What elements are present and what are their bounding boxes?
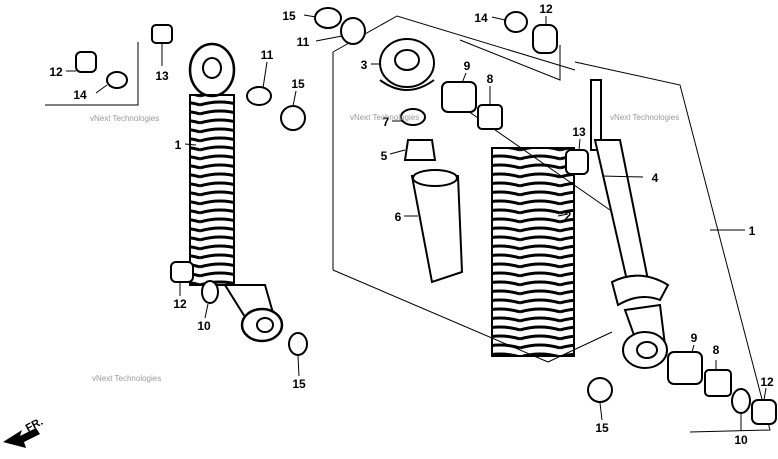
callout-11-left: 11 (261, 48, 274, 62)
callouts: 15 11 14 12 3 9 8 12 14 13 11 15 1 7 13 … (49, 2, 774, 447)
cap-nut-12-bottom (170, 261, 194, 283)
callout-3: 3 (361, 58, 368, 72)
bushing-9-top (441, 81, 477, 113)
direction-label: FR. (24, 416, 45, 435)
exploded-components (379, 38, 589, 357)
callout-7: 7 (383, 115, 390, 129)
callout-15-left: 15 (291, 77, 305, 91)
damper-4 (587, 79, 777, 425)
callout-9-top: 9 (464, 59, 471, 73)
callout-12-right: 12 (760, 375, 774, 389)
front-direction-arrow: FR. (3, 416, 45, 448)
watermark-3: vNext Technologies (610, 113, 679, 122)
callout-12-top: 12 (539, 2, 553, 16)
callout-8-top: 8 (487, 72, 494, 86)
callout-12-bottom: 12 (173, 297, 187, 311)
leader-lines (66, 14, 767, 431)
dust-cover-6 (410, 175, 464, 284)
washer-10-left (201, 280, 219, 304)
left-shock-absorber (188, 42, 284, 343)
arrow-icon (3, 428, 40, 448)
callout-10-right: 10 (734, 433, 748, 447)
callout-14-left: 14 (73, 88, 87, 102)
spacer-8-top (477, 104, 503, 130)
upper-left-nut-13 (151, 24, 173, 44)
washer-15-left (280, 105, 306, 131)
callout-10-left: 10 (197, 319, 211, 333)
callout-4: 4 (652, 171, 659, 185)
callout-13-left: 13 (155, 69, 169, 83)
stopper-5 (403, 139, 437, 161)
callout-2: 2 (565, 209, 572, 223)
washer-15-bottom (288, 332, 308, 356)
callout-1-right: 1 (749, 224, 756, 238)
washer-15-top (314, 7, 342, 29)
cap-nut-12-left (75, 51, 97, 73)
cap-nut-12-right (751, 399, 777, 425)
callout-15-bottom: 15 (292, 377, 306, 391)
callout-13-right: 13 (572, 125, 586, 139)
callout-15-right: 15 (595, 421, 609, 435)
callout-15-top: 15 (282, 9, 296, 23)
watermark-4: vNext Technologies (92, 374, 161, 383)
nut-13-right (565, 149, 589, 175)
callout-14-top: 14 (474, 11, 488, 25)
washer-14-top (504, 11, 528, 33)
top-hardware (314, 7, 558, 54)
callout-8-bottom: 8 (713, 343, 720, 357)
washer-10-right (731, 388, 751, 414)
washer-14-left (106, 71, 128, 89)
cap-nut-12-top (532, 24, 558, 54)
washer-11-top (340, 17, 366, 45)
washer-11-left (246, 86, 272, 106)
bushing-9-bottom (667, 351, 703, 385)
spring-2 (491, 147, 575, 357)
watermark-2: vNext Technologies (350, 113, 419, 122)
watermarks: vNext Technologies vNext Technologies vN… (90, 113, 679, 383)
spacer-8-bottom (704, 369, 732, 397)
callout-6: 6 (395, 210, 402, 224)
callout-12-left: 12 (49, 65, 63, 79)
callout-1-left: 1 (175, 138, 182, 152)
watermark-1: vNext Technologies (90, 114, 159, 123)
callout-5: 5 (381, 149, 388, 163)
callout-11-top: 11 (297, 35, 310, 49)
washer-15-right (587, 377, 613, 403)
washer-7 (400, 108, 426, 126)
callout-9-bottom: 9 (691, 331, 698, 345)
left-hardware (75, 24, 308, 356)
